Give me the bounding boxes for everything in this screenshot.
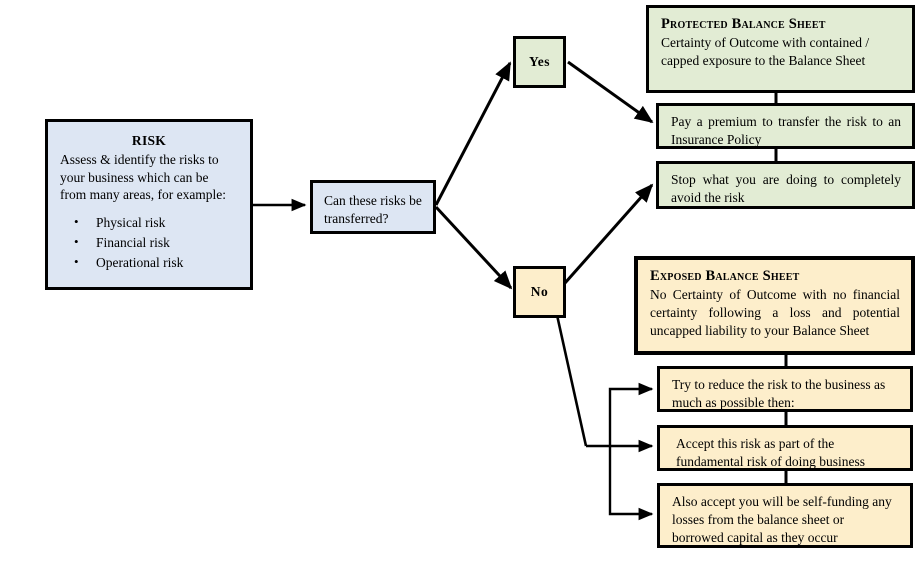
exposed-balance-sheet-box[interactable]: Exposed Balance Sheet No Certainty of Ou… (634, 256, 915, 355)
list-item: Financial risk (74, 233, 238, 252)
protected-balance-sheet-box[interactable]: Protected Balance Sheet Certainty of Out… (646, 5, 915, 93)
edge-yes-to-premium (567, 60, 654, 124)
reduce-risk-text: Try to reduce the risk to the business a… (672, 377, 886, 410)
exposed-body: No Certainty of Outcome with no financia… (650, 287, 900, 338)
pay-premium-box[interactable]: Pay a premium to transfer the risk to an… (656, 103, 915, 149)
self-funding-box[interactable]: Also accept you will be self-funding any… (657, 483, 913, 548)
risk-title: RISK (131, 133, 167, 148)
edge-bus-to-selffund (608, 446, 654, 521)
branch-yes-label: Yes (529, 54, 550, 70)
list-item: Operational risk (74, 253, 238, 272)
self-funding-text: Also accept you will be self-funding any… (672, 494, 892, 545)
reduce-risk-box[interactable]: Try to reduce the risk to the business a… (657, 366, 913, 412)
edge-decision-to-no (434, 205, 513, 290)
branch-no-label: No (530, 284, 549, 300)
protected-body: Certainty of Outcome with contained / ca… (661, 35, 870, 68)
edge-decision-to-yes (434, 61, 512, 206)
branch-no-box[interactable]: No (513, 266, 566, 318)
accept-risk-box[interactable]: Accept this risk as part of the fundamen… (657, 425, 913, 471)
risk-box[interactable]: RISK Assess & identify the risks to your… (45, 119, 253, 290)
pay-premium-text: Pay a premium to transfer the risk to an… (671, 114, 901, 147)
branch-yes-box[interactable]: Yes (513, 36, 566, 88)
stop-activity-box[interactable]: Stop what you are doing to completely av… (656, 161, 915, 209)
decision-box[interactable]: Can these risks be transferred? (310, 180, 436, 234)
decision-question: Can these risks be transferred? (324, 193, 422, 226)
risk-body: Assess & identify the risks to your busi… (60, 151, 227, 203)
exposed-heading: Exposed Balance Sheet (650, 268, 800, 284)
risk-item-list: Physical risk Financial risk Operational… (60, 213, 238, 272)
edge-bus-trunk (586, 382, 654, 448)
stop-activity-text: Stop what you are doing to completely av… (671, 172, 901, 205)
edge-no-to-bus (555, 314, 588, 447)
list-item: Physical risk (74, 213, 238, 232)
protected-heading: Protected Balance Sheet (661, 16, 826, 32)
accept-risk-text: Accept this risk as part of the fundamen… (676, 436, 865, 469)
